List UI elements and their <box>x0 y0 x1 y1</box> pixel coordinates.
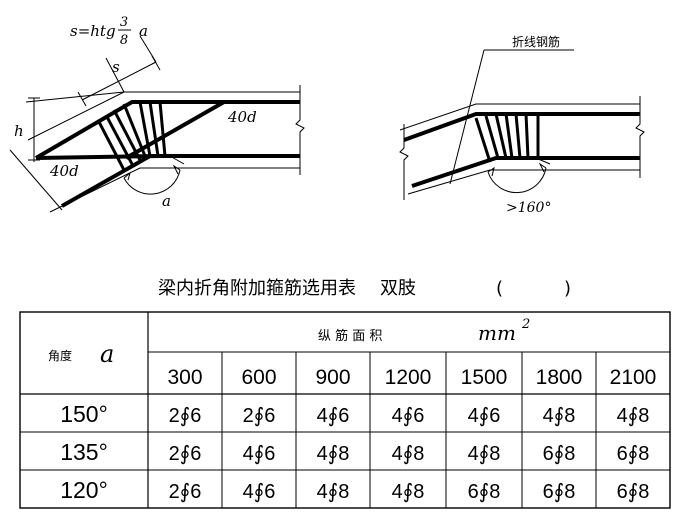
table-cell: 6∮8 <box>468 481 501 503</box>
table-cell: 6∮8 <box>617 481 650 503</box>
column-header: 900 <box>315 366 350 389</box>
row-header-text: 角度 <box>48 348 72 363</box>
row-angle-label: 150° <box>60 401 108 427</box>
anchor-extension <box>9 149 63 211</box>
column-headers: 300 600 900 1200 1500 1800 2100 <box>167 366 656 389</box>
table-cell: 6∮8 <box>617 443 650 465</box>
anchor-length-top: 40d <box>227 108 257 126</box>
row-header-symbol: a <box>100 340 114 368</box>
top-rebar-right <box>403 112 640 142</box>
table-cell: 6∮8 <box>543 481 576 503</box>
callout-label: 折线钢筋 <box>512 34 560 49</box>
table-cell: 4∮6 <box>317 405 350 427</box>
table-cell: 4∮6 <box>468 405 501 427</box>
dim-s <box>77 35 161 107</box>
stirrups-right <box>474 113 540 163</box>
left-beam-diagram <box>9 35 305 213</box>
formula-lhs: s=htg <box>70 22 116 40</box>
column-header: 2100 <box>610 366 657 389</box>
col-unit-sup: 2 <box>521 317 530 332</box>
right-beam-diagram <box>399 49 645 200</box>
column-header: 1200 <box>385 366 432 389</box>
table-cell: 4∮8 <box>317 443 350 465</box>
formula: s=htg 3 8 a <box>70 15 148 48</box>
anchor-length-bottom: 40d <box>49 162 79 180</box>
table-cell: 4∮6 <box>243 481 276 503</box>
top-rebar <box>34 100 300 160</box>
table-cell: 4∮8 <box>543 405 576 427</box>
stirrups-left <box>96 101 167 171</box>
column-header: 1800 <box>536 366 583 389</box>
formula-denominator: 8 <box>120 33 128 48</box>
angle-arc-right <box>487 167 547 194</box>
beam-outline-bottom-right <box>407 169 640 195</box>
table-subtitle: 双肢 <box>380 278 416 299</box>
bottom-rebar <box>61 154 300 208</box>
break-marks-left <box>295 85 305 175</box>
dim-s-label: s <box>112 58 120 76</box>
callout-leader <box>449 49 485 185</box>
table-cell: 4∮6 <box>243 443 276 465</box>
col-unit: mm <box>478 321 516 345</box>
angle-label-right: >160° <box>506 200 551 216</box>
table-cell: 6∮8 <box>543 443 576 465</box>
dim-h <box>25 91 125 162</box>
column-header: 300 <box>167 366 202 389</box>
table-cell: 2∮6 <box>169 405 202 427</box>
angle-label-left: a <box>162 192 171 210</box>
table-cell: 2∮6 <box>243 405 276 427</box>
column-header: 1500 <box>461 366 508 389</box>
row-angle-label: 135° <box>60 439 108 465</box>
table-cell: 2∮6 <box>169 443 202 465</box>
table-cell: 4∮8 <box>617 405 650 427</box>
beam-outline-top-right <box>399 103 640 131</box>
table-title: 梁内折角附加箍筋选用表 <box>158 278 356 299</box>
formula-numerator: 3 <box>120 15 128 30</box>
formula-tail: a <box>139 22 148 40</box>
table-cell: 4∮6 <box>392 405 425 427</box>
table-cell: 4∮8 <box>468 443 501 465</box>
table-cell: 4∮8 <box>392 443 425 465</box>
row-angle-label: 120° <box>60 477 108 503</box>
table-grid <box>19 311 671 509</box>
paren-open: ( <box>496 278 503 299</box>
anchor-bar-lower <box>35 154 161 160</box>
bottom-rebar-right <box>411 156 640 188</box>
table-cell: 2∮6 <box>169 481 202 503</box>
column-header: 600 <box>241 366 276 389</box>
row-labels: 150° 135° 120° <box>60 401 108 503</box>
break-marks-right <box>399 96 645 200</box>
dim-h-label: h <box>14 122 24 140</box>
table-cell: 4∮8 <box>392 481 425 503</box>
table-cell: 4∮8 <box>317 481 350 503</box>
paren-close: ) <box>564 278 571 299</box>
table-cells: 2∮6 2∮6 4∮6 4∮6 4∮6 4∮8 4∮8 2∮6 4∮6 4∮8 4∮8 4∮8 6∮8 6… <box>169 405 650 503</box>
angle-arc-left <box>123 169 181 195</box>
col-group-label: 纵 筋 面 积 <box>318 328 382 344</box>
